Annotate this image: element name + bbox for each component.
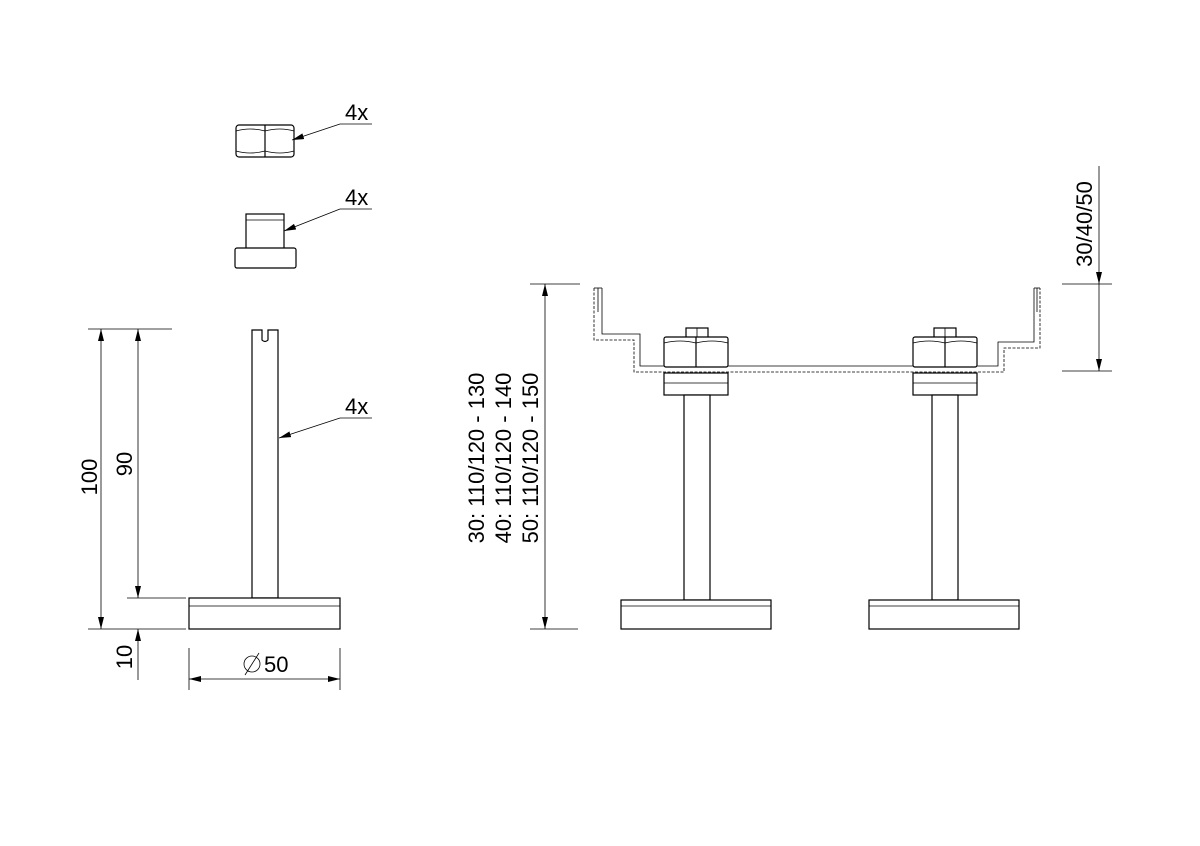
base-thickness-dimension: 10 xyxy=(112,645,137,669)
bracket-depth-dimension: 30/40/50 xyxy=(1072,181,1097,267)
diameter-dimension-lines xyxy=(188,648,341,690)
height-range-line-1: 30: 110/120 - 130 xyxy=(464,373,489,544)
assembly-height-dimension-lines xyxy=(530,283,580,630)
left-foot-assembly xyxy=(620,327,772,630)
bracket-profile xyxy=(593,287,1041,373)
washer-quantity-label: 4x xyxy=(345,185,368,210)
nut-callout xyxy=(291,123,372,141)
total-height-dimension: 100 xyxy=(77,459,102,496)
rod-height-dimension: 90 xyxy=(112,452,137,476)
height-range-line-2: 40: 110/120 - 140 xyxy=(491,373,516,544)
diameter-dimension: 50 xyxy=(264,652,288,677)
washer-callout xyxy=(283,208,372,232)
rod-callout xyxy=(278,417,372,439)
height-dimension-lines xyxy=(88,328,186,680)
bracket-depth-dimension-lines xyxy=(1062,166,1112,372)
threaded-rod-part xyxy=(188,329,341,630)
hex-nut-part xyxy=(235,124,295,158)
diameter-icon xyxy=(243,652,261,676)
right-foot-assembly xyxy=(868,327,1020,630)
washer-part xyxy=(234,213,297,269)
nut-quantity-label: 4x xyxy=(345,100,368,125)
height-range-line-3: 50: 110/120 - 150 xyxy=(518,373,543,544)
rod-quantity-label: 4x xyxy=(345,394,368,419)
